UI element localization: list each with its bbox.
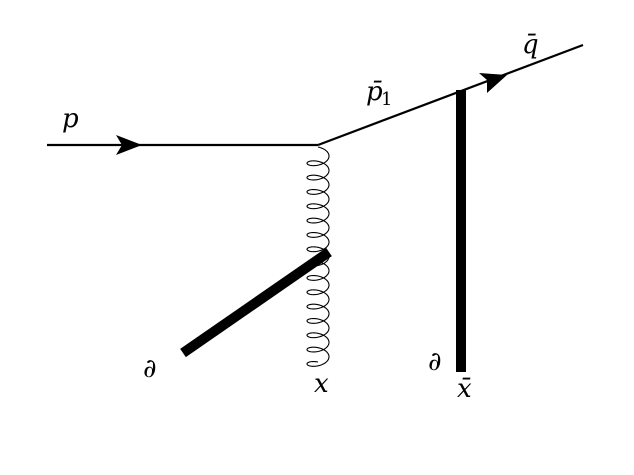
label-p: p	[62, 104, 79, 134]
outgoing-quark-line	[317, 43, 584, 147]
left-wilson-line	[180, 247, 332, 358]
label-boundary-right: ∂	[428, 347, 441, 377]
label-q-bar: q̄	[522, 30, 539, 60]
outgoing-arrow-icon	[479, 73, 507, 93]
label-p-bar: p̄	[366, 77, 383, 107]
label-x: x	[314, 369, 329, 399]
label-x-bar: x̄	[457, 374, 472, 404]
label-p-bar-subscript: 1	[381, 89, 392, 110]
incoming-arrow-icon	[116, 135, 142, 155]
label-boundary-left: ∂	[143, 354, 156, 384]
